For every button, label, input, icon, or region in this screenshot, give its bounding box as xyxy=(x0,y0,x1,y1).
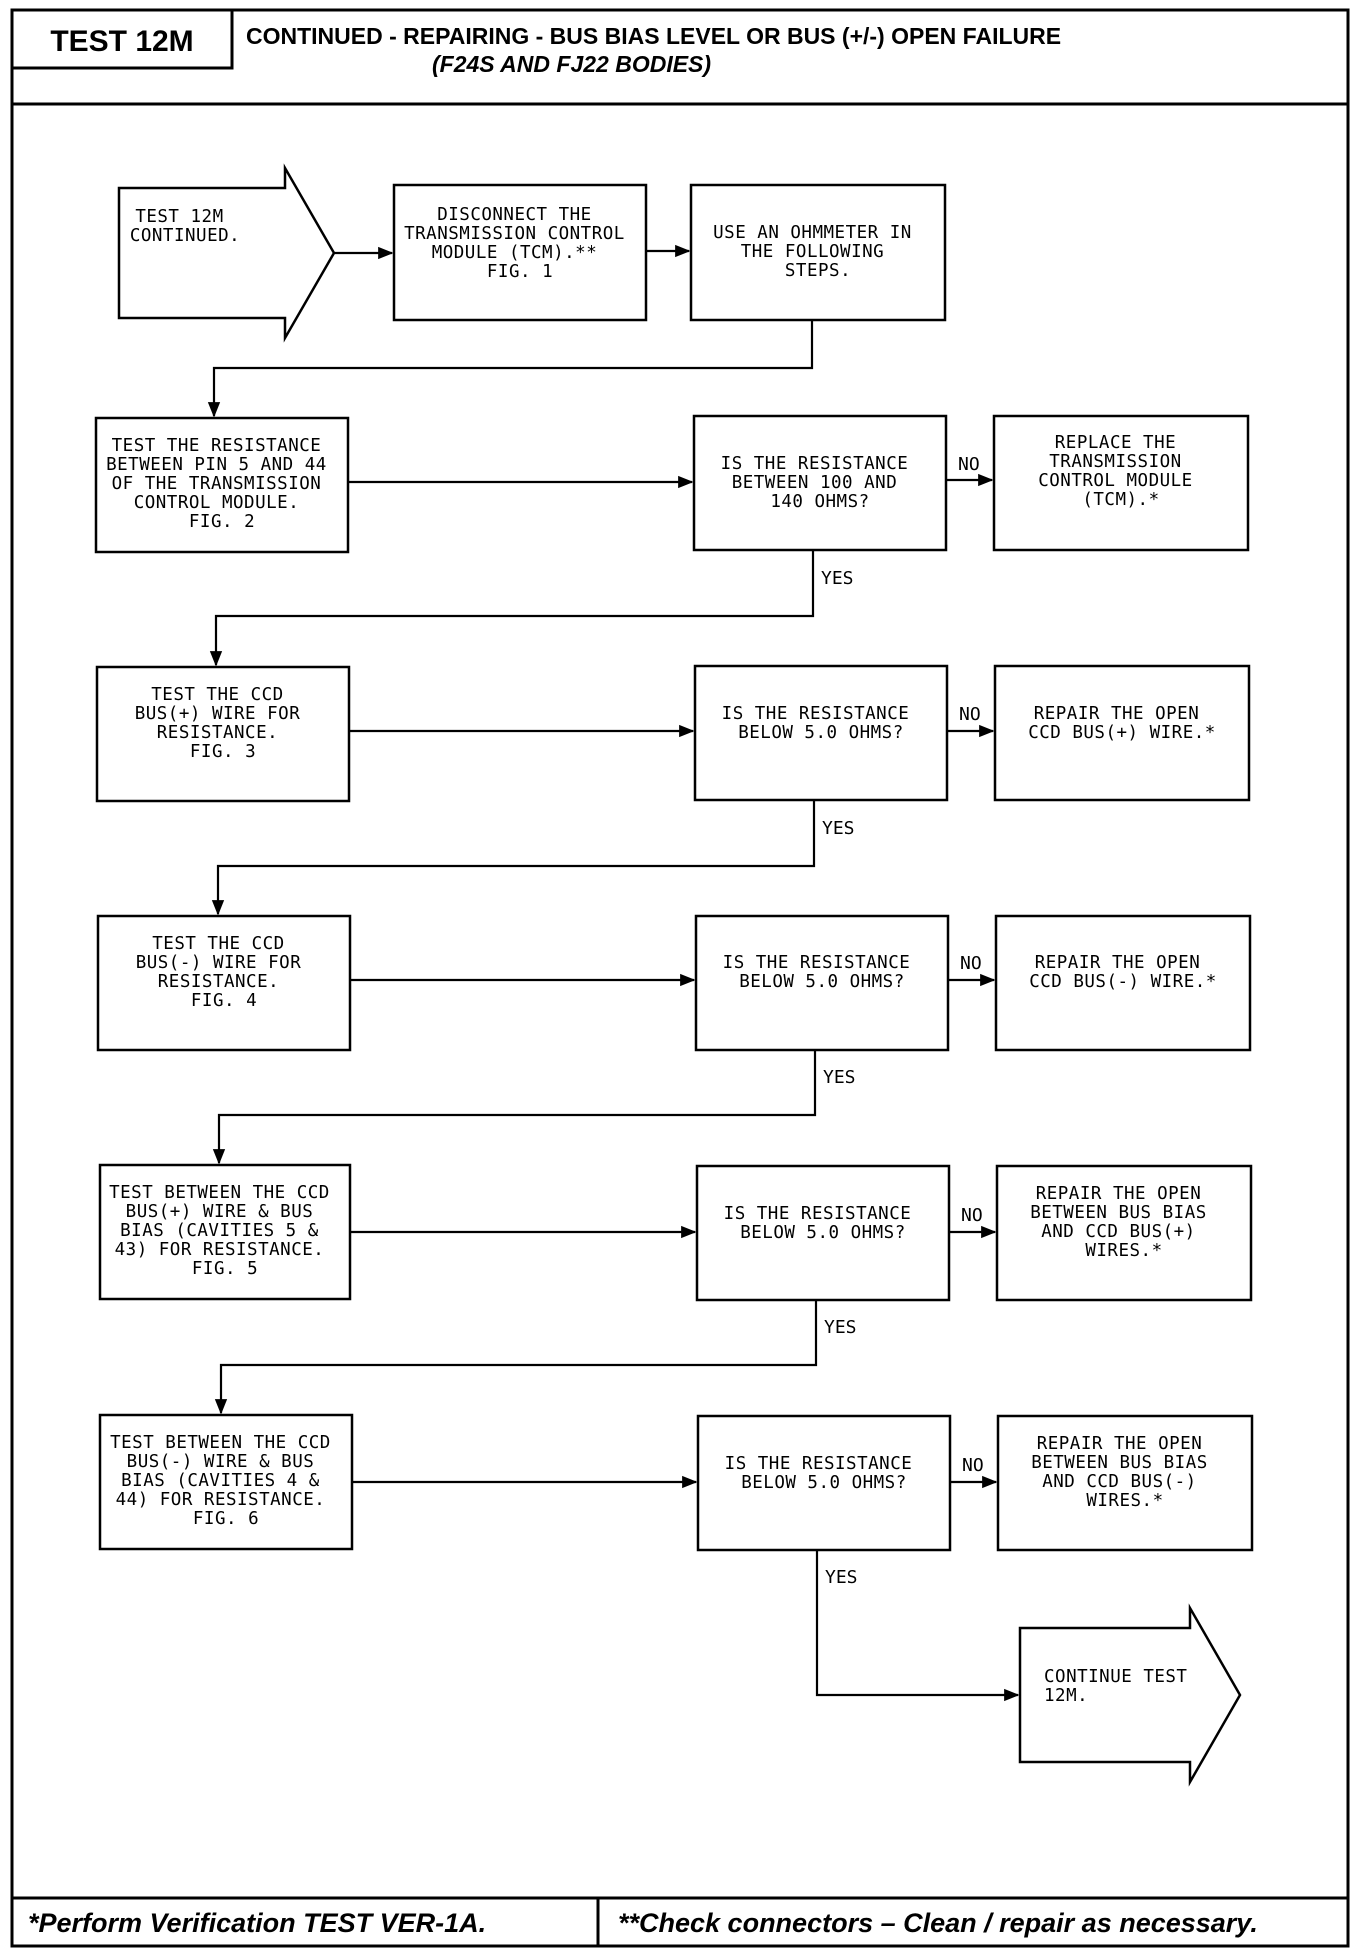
no-label: NO xyxy=(960,953,982,974)
question-box-step-5: IS THE RESISTANCE BELOW 5.0 OHMS? xyxy=(696,1414,952,1552)
yes-label: YES xyxy=(823,1067,856,1088)
footer-connectors-note: **Check connectors – Clean / repair as n… xyxy=(618,1908,1258,1938)
action-box-step-3: REPAIR THE OPEN CCD BUS(-) WIRE.* xyxy=(994,914,1252,1052)
no-label: NO xyxy=(958,454,980,475)
test-box-step-1: TEST THE RESISTANCE BETWEEN PIN 5 AND 44… xyxy=(94,416,350,554)
test-box-step-5: TEST BETWEEN THE CCD BUS(-) WIRE & BUS B… xyxy=(98,1413,354,1551)
question-box-step-2: IS THE RESISTANCE BELOW 5.0 OHMS? xyxy=(693,664,949,802)
action-text-step-5: REPAIR THE OPEN BETWEEN BUS BIAS AND CCD… xyxy=(1031,1434,1219,1511)
test-id-box xyxy=(10,8,234,70)
no-label: NO xyxy=(962,1455,984,1476)
action-text-step-1: REPLACE THE TRANSMISSION CONTROL MODULE … xyxy=(1038,433,1204,510)
end-arrow: CONTINUE TEST 12M. xyxy=(1018,1603,1242,1787)
action-box-step-5: REPAIR THE OPEN BETWEEN BUS BIAS AND CCD… xyxy=(996,1414,1254,1552)
no-label: NO xyxy=(961,1205,983,1226)
no-label: NO xyxy=(959,704,981,725)
question-box-step-4: IS THE RESISTANCE BELOW 5.0 OHMS? xyxy=(695,1164,951,1302)
test-box-step-2: TEST THE CCD BUS(+) WIRE FOR RESISTANCE.… xyxy=(95,665,351,803)
action-box-step-4: REPAIR THE OPEN BETWEEN BUS BIAS AND CCD… xyxy=(995,1164,1253,1302)
start-arrow: TEST 12M CONTINUED. xyxy=(117,163,336,343)
question-text-step-4: IS THE RESISTANCE BELOW 5.0 OHMS? xyxy=(724,1204,923,1243)
question-text-step-1: IS THE RESISTANCE BETWEEN 100 AND 140 OH… xyxy=(721,454,920,512)
page-border xyxy=(10,8,1350,1948)
start-arrow-text: TEST 12M CONTINUED. xyxy=(130,207,240,246)
disconnect-tcm-box: DISCONNECT THE TRANSMISSION CONTROL MODU… xyxy=(392,183,648,322)
flow-labels: YES YES YES YES YES NO NO NO NO NO xyxy=(821,454,984,1588)
test-text-step-3: TEST THE CCD BUS(-) WIRE FOR RESISTANCE.… xyxy=(136,934,313,1011)
action-text-step-4: REPAIR THE OPEN BETWEEN BUS BIAS AND CCD… xyxy=(1030,1184,1218,1261)
question-text-step-5: IS THE RESISTANCE BELOW 5.0 OHMS? xyxy=(725,1454,924,1493)
test-text-step-2: TEST THE CCD BUS(+) WIRE FOR RESISTANCE.… xyxy=(135,685,312,762)
action-box-step-1: REPLACE THE TRANSMISSION CONTROL MODULE … xyxy=(992,414,1250,552)
question-text-step-2: IS THE RESISTANCE BELOW 5.0 OHMS? xyxy=(722,704,921,743)
action-box-step-2: REPAIR THE OPEN CCD BUS(+) WIRE.* xyxy=(993,664,1251,802)
test-id: TEST 12M xyxy=(50,25,193,58)
disconnect-tcm-text: DISCONNECT THE TRANSMISSION CONTROL MODU… xyxy=(404,205,636,282)
header-subtitle: (F24S AND FJ22 BODIES) xyxy=(432,51,711,77)
test-text-step-1: TEST THE RESISTANCE BETWEEN PIN 5 AND 44… xyxy=(106,436,338,532)
test-box-step-4: TEST BETWEEN THE CCD BUS(+) WIRE & BUS B… xyxy=(98,1163,352,1301)
yes-label: YES xyxy=(824,1317,857,1338)
action-text-step-3: REPAIR THE OPEN CCD BUS(-) WIRE.* xyxy=(1029,953,1217,992)
question-box-step-1: IS THE RESISTANCE BETWEEN 100 AND 140 OH… xyxy=(692,414,948,552)
yes-label: YES xyxy=(822,818,855,839)
ohmmeter-text: USE AN OHMMETER IN THE FOLLOWING STEPS. xyxy=(713,223,923,281)
footer-verification-note: *Perform Verification TEST VER-1A. xyxy=(28,1908,486,1938)
end-arrow-text: CONTINUE TEST 12M. xyxy=(1044,1667,1199,1706)
test-text-step-4: TEST BETWEEN THE CCD BUS(+) WIRE & BUS B… xyxy=(109,1183,341,1279)
header-title: CONTINUED - REPAIRING - BUS BIAS LEVEL O… xyxy=(246,23,1061,49)
yes-label: YES xyxy=(821,568,854,589)
ohmmeter-box: USE AN OHMMETER IN THE FOLLOWING STEPS. xyxy=(689,183,947,322)
test-text-step-5: TEST BETWEEN THE CCD BUS(-) WIRE & BUS B… xyxy=(110,1433,342,1529)
action-text-step-2: REPAIR THE OPEN CCD BUS(+) WIRE.* xyxy=(1028,704,1216,743)
yes-label: YES xyxy=(825,1567,858,1588)
question-box-step-3: IS THE RESISTANCE BELOW 5.0 OHMS? xyxy=(694,914,950,1052)
connectors xyxy=(207,244,1020,1702)
test-box-step-3: TEST THE CCD BUS(-) WIRE FOR RESISTANCE.… xyxy=(96,914,352,1052)
question-text-step-3: IS THE RESISTANCE BELOW 5.0 OHMS? xyxy=(723,953,922,992)
